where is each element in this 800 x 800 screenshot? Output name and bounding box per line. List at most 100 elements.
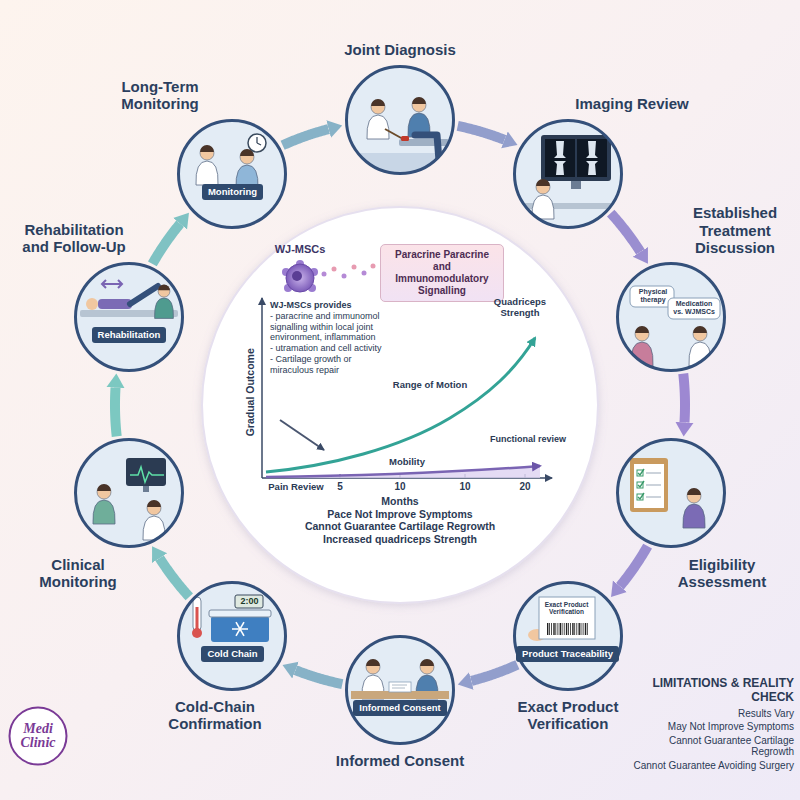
stage-circle-art <box>345 635 455 745</box>
stage-illustration <box>401 136 409 141</box>
heading-slot: Rehabilitation and Follow-Up <box>15 221 133 256</box>
stage-node: Eligibility Assessment <box>616 438 726 548</box>
logo-slot: Medi Clinic <box>12 722 64 750</box>
cycle-arrow <box>160 558 190 597</box>
label-slot: 10 <box>455 481 475 493</box>
stage-illustration <box>567 623 569 635</box>
stage-illustration <box>366 660 380 674</box>
stage-node: Imaging Review <box>513 119 623 229</box>
stage-illustration <box>637 482 643 488</box>
circle-border <box>618 440 725 547</box>
stage-illustration <box>236 622 244 636</box>
cell-illustration <box>342 274 347 279</box>
stage-illustration <box>196 134 266 189</box>
heading-slot: Cold-Chain Confirmation <box>150 698 280 733</box>
stage-circle-art <box>616 438 726 548</box>
label-slot: Months <box>360 495 440 508</box>
stage-illustration <box>630 458 668 512</box>
stage-illustration <box>102 280 122 288</box>
circle-border <box>179 582 286 689</box>
stage-banner: Informed Consent <box>353 700 446 716</box>
heading-slot: Clinical Monitoring <box>18 556 138 591</box>
cycle-arrow <box>283 129 329 145</box>
circle-fill <box>514 121 621 228</box>
stage-illustration <box>389 682 411 692</box>
cell-illustration <box>332 267 337 272</box>
stage-illustration <box>580 623 582 635</box>
display-text: 2:00 <box>235 596 263 607</box>
stage-illustration <box>586 623 588 635</box>
label-slot: Exact Product Verification <box>541 601 593 616</box>
stage-illustration <box>578 623 579 635</box>
stage-illustration <box>634 464 664 508</box>
heading-slot: Long-Term Monitoring <box>100 78 220 113</box>
circle-fill <box>514 582 621 689</box>
stage-illustration <box>548 623 550 635</box>
stage-illustration <box>126 458 166 486</box>
circle-border <box>618 263 725 370</box>
label-slot: Physical therapy <box>632 288 674 304</box>
cell-illustration <box>292 271 302 281</box>
label-slot: LIMITATIONS & REALITY CHECK <box>632 676 794 705</box>
stage-illustration <box>554 141 566 158</box>
stage-illustration <box>415 135 439 161</box>
stage-illustration <box>196 161 218 185</box>
stage-illustration <box>211 616 269 642</box>
limits-item: Cannot Guarantee Cartilage Regrowth <box>632 735 794 758</box>
heading-slot: Joint Diagnosis <box>315 41 485 58</box>
circle-border <box>75 440 182 547</box>
stage-illustration <box>528 597 595 641</box>
note-text: - paracrine and immunomol signalling wit… <box>270 311 382 343</box>
cell-illustration <box>362 271 367 276</box>
stage-circle-art <box>74 438 184 548</box>
stage-circle-art <box>345 65 455 175</box>
stage-node: Established Treatment Discussion <box>616 262 726 372</box>
circle-fill <box>179 582 286 689</box>
stage-illustration <box>687 488 701 495</box>
label-slot: WJ-MSCs <box>265 243 335 256</box>
logo-badge: Medi Clinic <box>8 706 68 766</box>
stage-illustration <box>193 597 201 631</box>
stage-illustration <box>646 484 661 485</box>
stage-illustration <box>635 326 649 333</box>
label-slot: Functional review <box>483 434 573 445</box>
series-label: Range of Motion <box>385 379 475 390</box>
stage-illustration <box>575 623 577 635</box>
tick-label: 10 <box>455 481 475 493</box>
stage-illustration <box>638 481 644 487</box>
stage-illustration <box>550 623 552 635</box>
stage-illustration <box>351 659 449 699</box>
stage-illustration <box>519 135 619 219</box>
bubble-text: Physical therapy <box>632 288 674 304</box>
label-slot: 20 <box>515 481 535 493</box>
banner-slot: Cold Chain <box>177 643 287 662</box>
stage-illustration <box>257 143 261 145</box>
stage-illustration <box>371 99 385 106</box>
stage-illustration <box>683 504 705 528</box>
stage-heading: Eligibility Assessment <box>654 556 790 591</box>
tick-label: 5 <box>332 481 348 493</box>
stage-illustration <box>536 180 550 194</box>
cycle-arrow <box>458 126 505 140</box>
stage-illustration <box>345 97 455 175</box>
stage-illustration <box>209 610 271 617</box>
note-text: - Cartilage growth or miraculous repair <box>270 354 382 376</box>
note-text: WJ-MSCs provides <box>270 300 382 311</box>
bubble-text: Medication vs. WJMSCs <box>670 300 718 316</box>
heading-slot: Exact Product Verification <box>508 698 628 733</box>
chart-axes <box>262 298 552 478</box>
stage-illustration <box>637 494 643 500</box>
stage-banner: Rehabilitation <box>92 327 167 343</box>
stage-illustration <box>569 623 571 635</box>
stage-illustration <box>367 115 389 139</box>
heading-slot: Imaging Review <box>562 95 702 112</box>
stage-node: Exact Product VerificationProduct Tracea… <box>513 581 623 691</box>
circle-border <box>514 121 621 228</box>
stage-circle-art <box>177 581 287 691</box>
stage-illustration <box>536 179 550 186</box>
axis-title: Months <box>360 495 440 508</box>
label-slot: Gradual Outcome <box>244 337 257 447</box>
circle-border <box>179 121 286 228</box>
stage-illustration <box>80 280 178 318</box>
